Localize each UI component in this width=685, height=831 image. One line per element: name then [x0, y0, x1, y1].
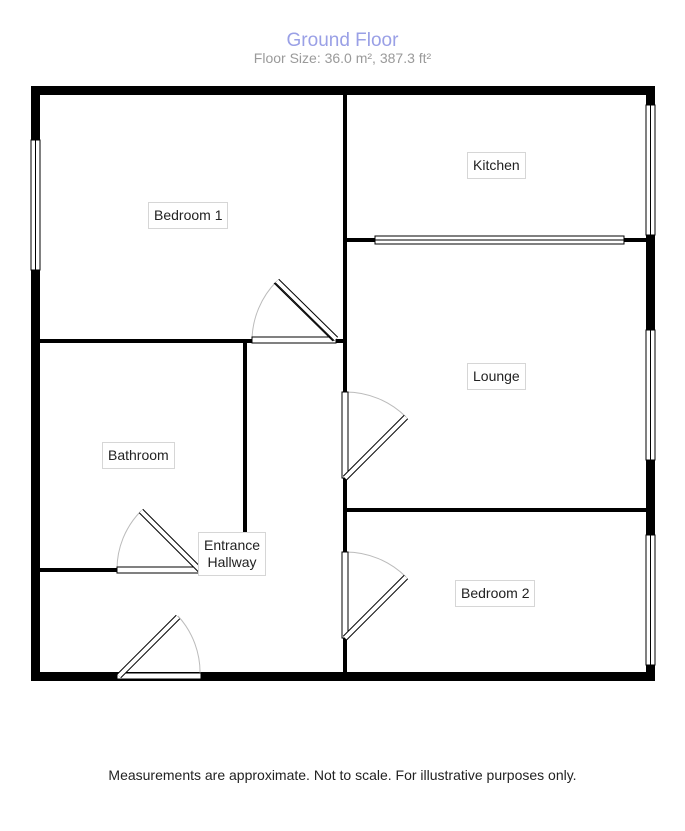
room-label-entrance-hallway: Entrance Hallway [198, 532, 267, 576]
door-entrance [116, 614, 202, 680]
window-bedroom1 [30, 139, 41, 271]
room-label-lounge: Lounge [467, 363, 526, 390]
door-bathroom [116, 508, 203, 574]
window-bedroom2 [645, 534, 656, 666]
sliding-door [374, 235, 625, 245]
entrance-label-line2: Hallway [207, 554, 257, 570]
door-bedroom1 [251, 278, 339, 344]
windows [30, 104, 656, 666]
window-kitchen [645, 104, 656, 236]
door-bedroom2 [341, 551, 409, 641]
room-label-bedroom1: Bedroom 1 [148, 202, 229, 229]
room-label-bedroom2: Bedroom 2 [455, 580, 536, 607]
door-lounge [341, 391, 409, 481]
interior-walls [40, 95, 646, 672]
floor-size: Floor Size: 36.0 m², 387.3 ft² [253, 50, 432, 66]
floor-title: Ground Floor [286, 30, 399, 51]
room-label-kitchen: Kitchen [467, 152, 526, 179]
entrance-label-line1: Entrance [204, 537, 261, 553]
doors [116, 278, 409, 680]
room-label-bathroom: Bathroom [102, 442, 175, 469]
disclaimer: Measurements are approximate. Not to sca… [108, 767, 577, 783]
window-lounge [645, 329, 656, 461]
